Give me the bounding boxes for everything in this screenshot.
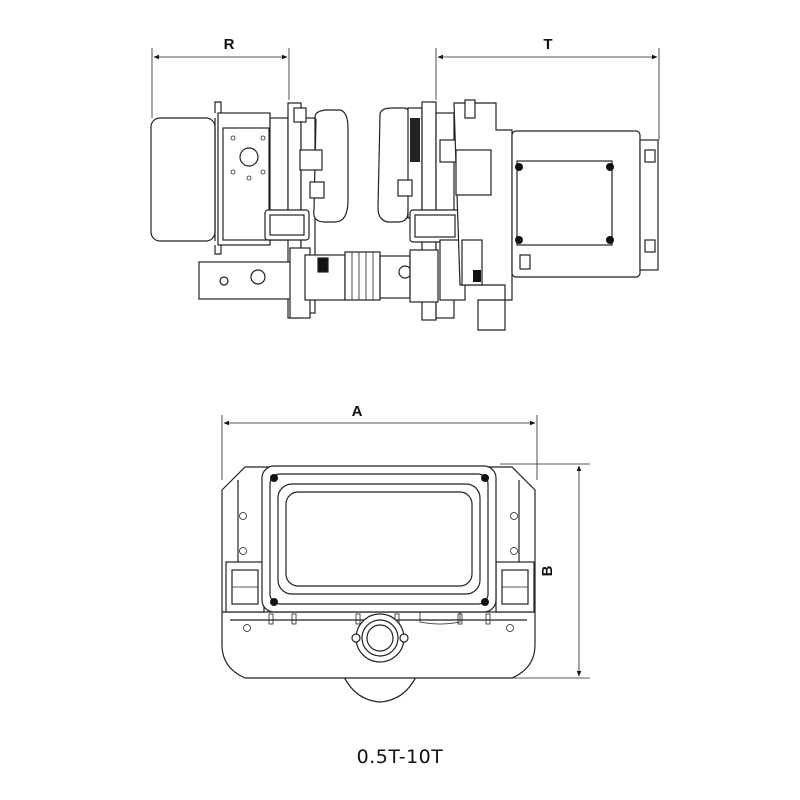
front-view: A B bbox=[221, 403, 590, 703]
model-range-caption: 0.5T-10T bbox=[356, 746, 444, 768]
dimension-t-label: T bbox=[543, 36, 552, 53]
center-shaft bbox=[344, 251, 412, 301]
right-side-bracket bbox=[495, 561, 535, 613]
side-plate-holes bbox=[239, 512, 518, 632]
dimension-b-label: B bbox=[539, 565, 556, 576]
left-bottom-bracket bbox=[198, 247, 346, 319]
left-side-bracket bbox=[225, 561, 265, 613]
dimension-t: T bbox=[435, 36, 660, 140]
right-side-plate bbox=[377, 101, 466, 321]
side-view: R T bbox=[150, 36, 660, 331]
center-pulley bbox=[351, 613, 409, 663]
dimension-a: A bbox=[221, 403, 538, 480]
dimension-a-label: A bbox=[352, 403, 363, 420]
motor-end-plate bbox=[261, 465, 497, 613]
dimension-b: B bbox=[500, 463, 590, 679]
dimension-r-label: R bbox=[224, 36, 235, 53]
right-gearbox bbox=[453, 99, 513, 331]
dimension-r: R bbox=[151, 36, 290, 118]
lower-fasteners bbox=[268, 612, 491, 625]
right-motor bbox=[511, 130, 659, 278]
